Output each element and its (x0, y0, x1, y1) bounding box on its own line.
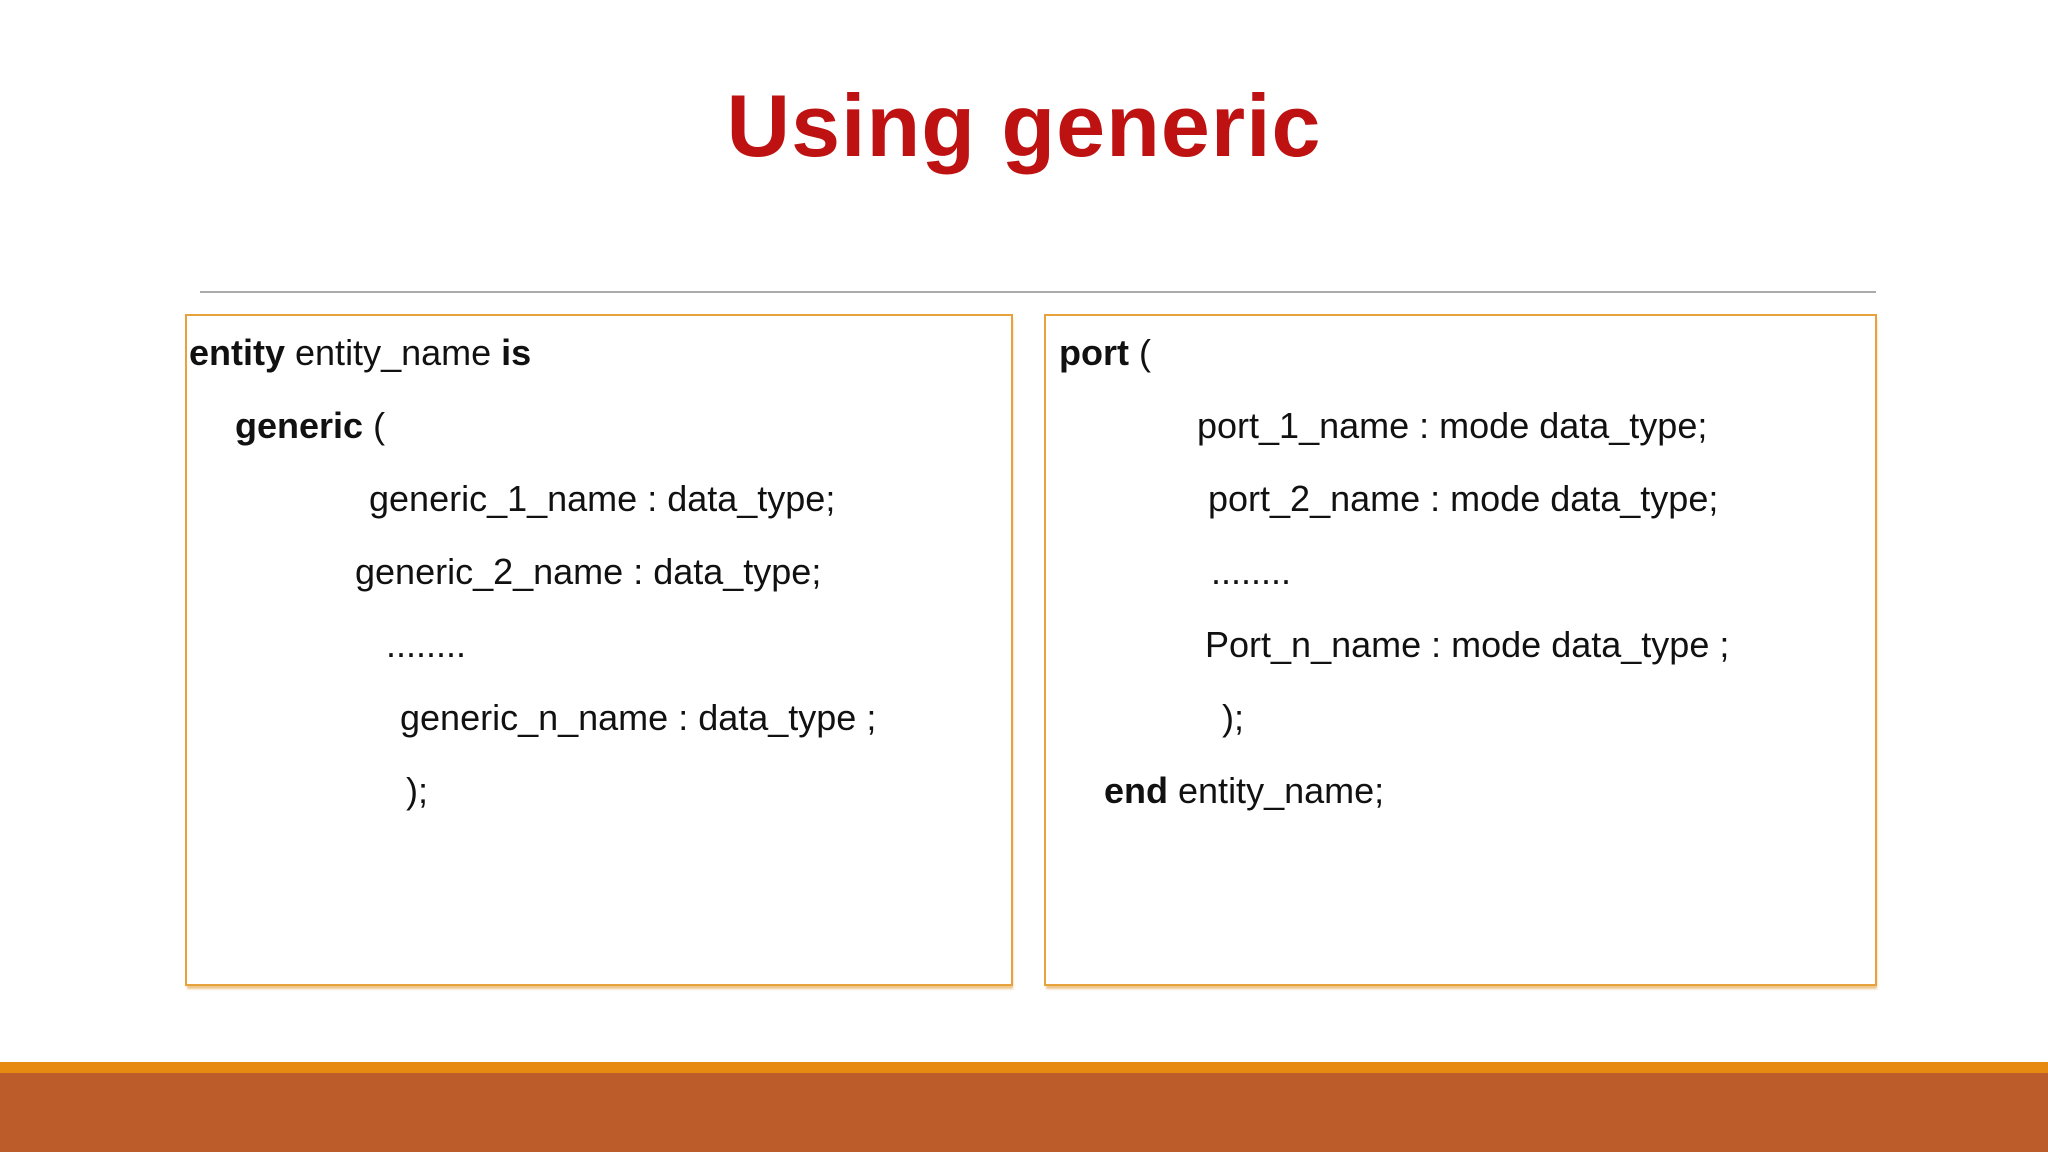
code-line: generic_1_name : data_type; (187, 462, 1011, 535)
port-syntax-box: port ( port_1_name : mode data_type; por… (1044, 314, 1877, 986)
code-text: ( (1128, 332, 1151, 373)
code-line: ); (187, 754, 1011, 827)
code-line: entity entity_name is (187, 316, 1011, 389)
code-text: generic_n_name : data_type ; (400, 697, 877, 738)
code-text: Port_n_name : mode data_type ; (1205, 624, 1730, 665)
footer-accent-strip (0, 1062, 2048, 1073)
footer-bar (0, 1073, 2048, 1152)
keyword: port (1059, 332, 1129, 373)
code-text: ); (406, 770, 428, 811)
code-text: ........ (386, 624, 467, 665)
slide-title: Using generic (726, 76, 1322, 175)
code-line: Port_n_name : mode data_type ; (1046, 608, 1875, 681)
code-line: end entity_name; (1046, 754, 1875, 827)
code-text: ); (1222, 697, 1244, 738)
code-line: port_2_name : mode data_type; (1046, 462, 1875, 535)
generic-syntax-box: entity entity_name is generic ( generic_… (185, 314, 1013, 986)
code-text: ( (363, 405, 386, 446)
code-line: port ( (1046, 316, 1875, 389)
code-text: ........ (1211, 551, 1292, 592)
keyword: generic (235, 405, 364, 446)
code-text: generic_2_name : data_type; (355, 551, 822, 592)
code-text: port_1_name : mode data_type; (1197, 405, 1708, 446)
code-line: ........ (187, 608, 1011, 681)
code-text: entity_name; (1168, 770, 1385, 811)
divider-line (200, 291, 1876, 293)
code-line: generic_n_name : data_type ; (187, 681, 1011, 754)
code-text: generic_1_name : data_type; (369, 478, 836, 519)
code-line: port_1_name : mode data_type; (1046, 389, 1875, 462)
keyword: entity (189, 332, 286, 373)
code-line: generic_2_name : data_type; (187, 535, 1011, 608)
keyword: end (1104, 770, 1169, 811)
code-text: entity_name (285, 332, 502, 373)
code-text: port_2_name : mode data_type; (1208, 478, 1719, 519)
code-line: ........ (1046, 535, 1875, 608)
code-line: ); (1046, 681, 1875, 754)
code-line: generic ( (187, 389, 1011, 462)
keyword: is (501, 332, 532, 373)
